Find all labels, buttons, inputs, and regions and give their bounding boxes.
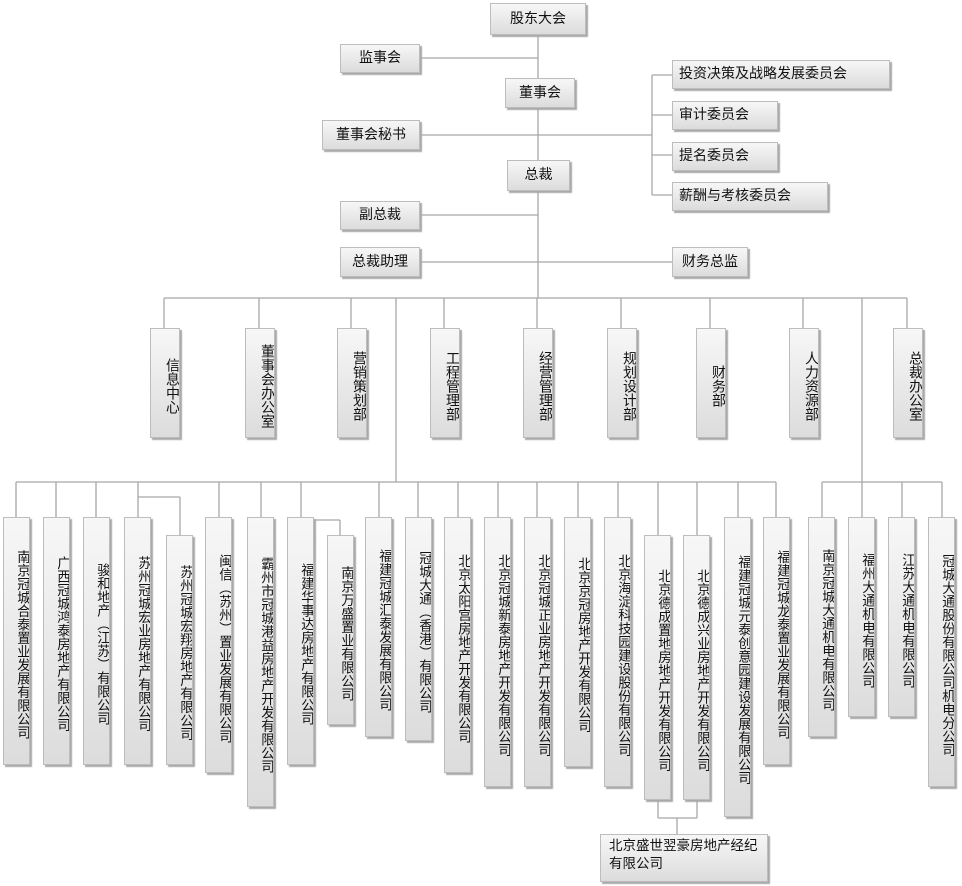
committee-label: 投资决策及战略发展委员会 <box>679 66 847 83</box>
industrial-subsidiary-label: 江苏大通机电有限公司 <box>899 552 915 688</box>
subsidiary-box: 福建冠城汇泰发展有限公司 <box>365 517 392 737</box>
industrial-subsidiary-box: 江苏大通机电有限公司 <box>888 517 915 717</box>
subsidiary-label: 北京德成置地房地产开发有限公司 <box>655 569 671 772</box>
subsidiary-label: 北京冠城新泰房地产开发有限公司 <box>495 553 511 757</box>
committee-label: 薪酬与考核委员会 <box>679 188 791 205</box>
board-of-directors-box: 董事会 <box>505 78 575 108</box>
subsidiary-label: 北京海淀科技园建设股份有限公司 <box>615 553 631 757</box>
shareholders-meeting-box: 股东大会 <box>490 3 586 35</box>
board-secretary-box: 董事会秘书 <box>322 120 420 150</box>
department-label: 董事会办公室 <box>259 344 275 428</box>
subsidiary-label: 北京德成兴业房地产开发有限公司 <box>694 569 710 772</box>
department-box: 工程管理部 <box>430 328 460 438</box>
subsidiary-box: 福建冠城龙泰置业发展有限公司 <box>763 517 790 765</box>
subsidiary-box: 闽信（苏州）置业发展有限公司 <box>205 517 232 773</box>
committee-box: 审计委员会 <box>672 101 778 130</box>
subsidiary-box: 北京冠城新泰房地产开发有限公司 <box>484 517 511 787</box>
subsidiary-box: 冠城大通（香港）有限公司 <box>405 517 432 741</box>
vice-president-label: 副总裁 <box>359 207 401 224</box>
subsidiary-box: 北京德成兴业房地产开发有限公司 <box>683 535 710 800</box>
department-box: 总裁办公室 <box>893 328 923 438</box>
supervisors-board-label: 监事会 <box>359 50 401 67</box>
subsidiary-box: 苏州冠城宏翔房地产有限公司 <box>166 535 193 765</box>
department-box: 经营管理部 <box>523 328 553 438</box>
committee-label: 提名委员会 <box>679 148 749 165</box>
subsidiary-label: 苏州冠城宏翔房地产有限公司 <box>177 565 193 741</box>
subsidiary-label: 北京冠城正业房地产开发有限公司 <box>535 553 551 757</box>
supervisors-board-box: 监事会 <box>340 44 420 73</box>
committee-label: 审计委员会 <box>679 107 749 124</box>
subsidiary-box: 苏州冠城宏业房地产有限公司 <box>124 517 151 765</box>
department-box: 信息中心 <box>150 328 180 438</box>
joint-company-box: 北京盛世翌豪房地产经纪有限公司 <box>600 834 768 882</box>
industrial-subsidiary-label: 福州大通机电有限公司 <box>859 552 875 688</box>
industrial-subsidiary-label: 冠城大通股份有限公司机电分公司 <box>939 553 955 757</box>
cfo-label: 财务总监 <box>682 253 738 270</box>
department-box: 营销策划部 <box>337 328 367 438</box>
subsidiary-label: 闽信（苏州）置业发展有限公司 <box>216 553 232 743</box>
subsidiary-label: 冠城大通（香港）有限公司 <box>416 551 432 713</box>
subsidiary-box: 北京京冠房地产开发有限公司 <box>564 517 591 767</box>
department-label: 规划设计部 <box>621 351 637 421</box>
committee-box: 薪酬与考核委员会 <box>672 182 828 211</box>
department-box: 规划设计部 <box>607 328 637 438</box>
department-box: 董事会办公室 <box>245 328 275 438</box>
industrial-subsidiary-label: 南京冠城大通机电有限公司 <box>819 549 835 711</box>
subsidiary-label: 广西冠城鸿泰房地产有限公司 <box>54 556 70 732</box>
industrial-subsidiary-box: 福州大通机电有限公司 <box>848 517 875 717</box>
cfo-box: 财务总监 <box>672 247 748 277</box>
board-secretary-label: 董事会秘书 <box>336 126 406 143</box>
subsidiary-box: 霸州市冠城港益房地产开发有限公司 <box>247 517 274 807</box>
subsidiary-label: 骏和地产（江苏）有限公司 <box>94 563 110 725</box>
shareholders-meeting-label: 股东大会 <box>510 10 566 27</box>
president-assistant-label: 总裁助理 <box>352 253 408 270</box>
subsidiary-box: 北京太阳宫房地产开发有限公司 <box>444 517 471 773</box>
president-box: 总裁 <box>507 160 570 191</box>
president-assistant-box: 总裁助理 <box>340 247 420 277</box>
board-of-directors-label: 董事会 <box>519 84 561 101</box>
industrial-subsidiary-box: 冠城大通股份有限公司机电分公司 <box>928 517 955 787</box>
subsidiary-box: 南京冠城合泰置业发展有限公司 <box>3 517 30 765</box>
subsidiary-label: 福建冠城汇泰发展有限公司 <box>376 549 392 711</box>
department-label: 营销策划部 <box>351 351 367 421</box>
subsidiary-label: 福建冠城龙泰置业发展有限公司 <box>774 549 790 739</box>
joint-company-label: 北京盛世翌豪房地产经纪有限公司 <box>609 838 758 872</box>
subsidiary-box: 广西冠城鸿泰房地产有限公司 <box>43 517 70 765</box>
subsidiary-box: 福建冠城元泰创意园建设发展有限公司 <box>724 517 751 817</box>
subsidiary-box: 骏和地产（江苏）有限公司 <box>83 517 110 765</box>
industrial-subsidiary-box: 南京冠城大通机电有限公司 <box>808 517 835 737</box>
department-label: 经营管理部 <box>537 351 553 421</box>
subsidiary-label: 南京万盛置业有限公司 <box>338 565 354 701</box>
subsidiary-box: 南京万盛置业有限公司 <box>327 535 354 725</box>
department-box: 人力资源部 <box>789 328 819 438</box>
department-box: 财务部 <box>696 328 726 438</box>
department-label: 信息中心 <box>164 358 180 414</box>
subsidiary-box: 北京德成置地房地产开发有限公司 <box>644 535 671 800</box>
president-label: 总裁 <box>524 167 553 184</box>
subsidiary-label: 北京京冠房地产开发有限公司 <box>575 557 591 733</box>
department-label: 财务部 <box>710 365 726 407</box>
department-label: 工程管理部 <box>444 351 460 421</box>
subsidiary-label: 南京冠城合泰置业发展有限公司 <box>14 549 30 739</box>
subsidiary-label: 北京太阳宫房地产开发有限公司 <box>455 553 471 743</box>
subsidiary-label: 苏州冠城宏业房地产有限公司 <box>135 556 151 732</box>
committee-box: 投资决策及战略发展委员会 <box>672 60 890 89</box>
committee-box: 提名委员会 <box>672 142 778 171</box>
department-label: 总裁办公室 <box>907 351 923 421</box>
subsidiary-label: 霸州市冠城港益房地产开发有限公司 <box>258 557 274 773</box>
subsidiary-label: 福建华事达房地产有限公司 <box>298 563 314 725</box>
vice-president-box: 副总裁 <box>340 201 420 230</box>
subsidiary-box: 北京海淀科技园建设股份有限公司 <box>604 517 631 787</box>
subsidiary-box: 福建华事达房地产有限公司 <box>287 517 314 765</box>
department-label: 人力资源部 <box>803 351 819 421</box>
subsidiary-label: 福建冠城元泰创意园建设发展有限公司 <box>735 555 751 785</box>
subsidiary-box: 北京冠城正业房地产开发有限公司 <box>524 517 551 787</box>
